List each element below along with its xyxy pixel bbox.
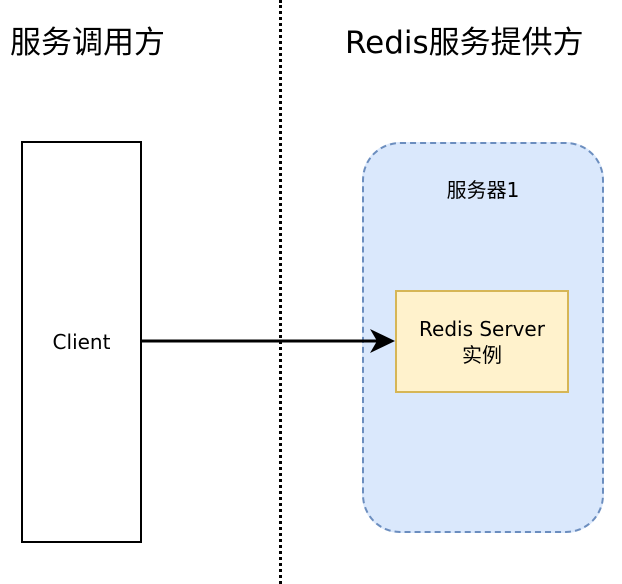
server-label: 服务器1 — [446, 178, 520, 202]
caller-heading: 服务调用方 — [10, 25, 165, 61]
client-label: Client — [52, 330, 111, 354]
redis-instance-box: Redis Server 实例 — [395, 290, 569, 393]
provider-heading: Redis服务提供方 — [345, 25, 584, 61]
dotted-divider — [279, 0, 282, 584]
instance-label-line1: Redis Server — [419, 316, 545, 341]
instance-label-line2: 实例 — [462, 342, 502, 367]
client-box: Client — [21, 141, 142, 543]
